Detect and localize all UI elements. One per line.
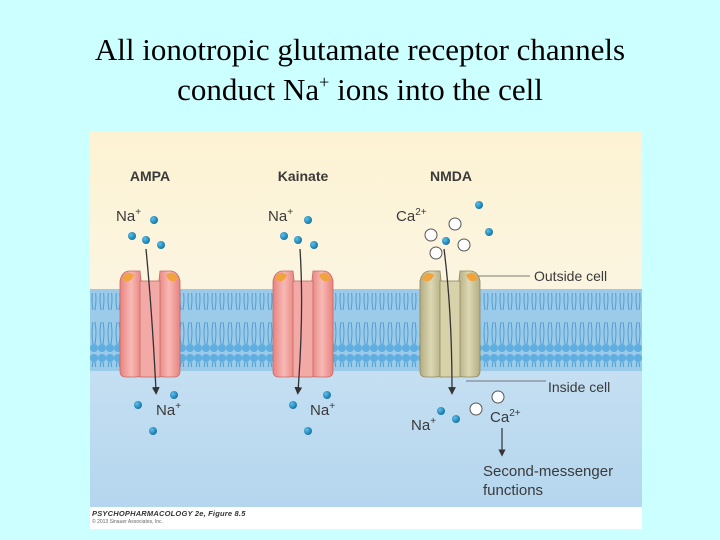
na-ion — [280, 232, 288, 240]
receptor-figure: AMPA Kainate NMDA Outside cell Inside ce… — [90, 131, 642, 529]
na-ion — [142, 236, 150, 244]
slide-title: All ionotropic glutamate receptor channe… — [0, 30, 720, 110]
ampa-inside-ion-label: Na+ — [156, 401, 181, 419]
na-ion — [289, 401, 297, 409]
nmda-inside-na-label: Na+ — [411, 416, 436, 434]
outside-ca-ions — [424, 217, 471, 260]
title-text-na: conduct Na — [177, 72, 320, 107]
receptor-diagram: AMPA Kainate NMDA Outside cell Inside ce… — [90, 131, 642, 507]
title-text-rest: ions into the cell — [329, 72, 543, 107]
inside-ca-ions — [469, 390, 505, 416]
na-ion — [442, 237, 450, 245]
title-superscript: + — [319, 72, 330, 92]
na-ion — [310, 241, 318, 249]
kainate-flow-arrow — [294, 248, 303, 395]
ampa-flow-arrow — [145, 248, 160, 395]
ca-ion — [469, 402, 483, 416]
ca-ion — [448, 217, 462, 231]
na-ion — [170, 391, 178, 399]
outside-na-ions — [128, 201, 493, 249]
title-line-2: conduct Na+ ions into the cell — [0, 70, 720, 110]
title-line-1: All ionotropic glutamate receptor channe… — [94, 32, 626, 67]
nmda-inside-ca-label: Ca2+ — [490, 408, 521, 426]
caption-title: PSYCHOPHARMACOLOGY 2e, Figure 8.5 — [92, 509, 246, 518]
outside-region — [90, 131, 642, 289]
na-ion — [128, 232, 136, 240]
receptor-label-ampa: AMPA — [130, 168, 170, 184]
ampa-channel — [119, 270, 181, 378]
nmda-outside-ion-label: Ca2+ — [396, 207, 427, 225]
kainate-channel — [272, 270, 334, 378]
na-ion — [485, 228, 493, 236]
second-messenger-line1: Second-messenger — [483, 463, 613, 480]
nmda-flow-arrow — [443, 248, 456, 395]
na-ion — [304, 216, 312, 224]
na-ion — [437, 407, 445, 415]
caption-copyright: © 2013 Sinauer Associates, Inc. — [92, 519, 163, 525]
kainate-outside-ion-label: Na+ — [268, 207, 293, 225]
figure-caption: PSYCHOPHARMACOLOGY 2e, Figure 8.5 © 2013… — [90, 507, 642, 529]
inside-na-ions — [134, 391, 460, 435]
na-ion — [149, 427, 157, 435]
nmda-channel — [419, 270, 481, 378]
na-ion — [294, 236, 302, 244]
ampa-outside-ion-label: Na+ — [116, 207, 141, 225]
ca-ion — [491, 390, 505, 404]
inside-cell-label: Inside cell — [548, 379, 610, 395]
na-ion — [475, 201, 483, 209]
kainate-inside-ion-label: Na+ — [310, 401, 335, 419]
outside-cell-label: Outside cell — [534, 268, 607, 284]
receptor-label-nmda: NMDA — [430, 168, 472, 184]
receptor-label-kainate: Kainate — [278, 168, 329, 184]
na-ion — [150, 216, 158, 224]
ca-ion — [457, 238, 471, 252]
second-messenger-line2: functions — [483, 482, 543, 499]
na-ion — [452, 415, 460, 423]
na-ion — [304, 427, 312, 435]
lipid-bilayer — [90, 293, 642, 367]
na-ion — [134, 401, 142, 409]
na-ion — [323, 391, 331, 399]
ca-ion — [429, 246, 443, 260]
ca-ion — [424, 228, 438, 242]
na-ion — [157, 241, 165, 249]
